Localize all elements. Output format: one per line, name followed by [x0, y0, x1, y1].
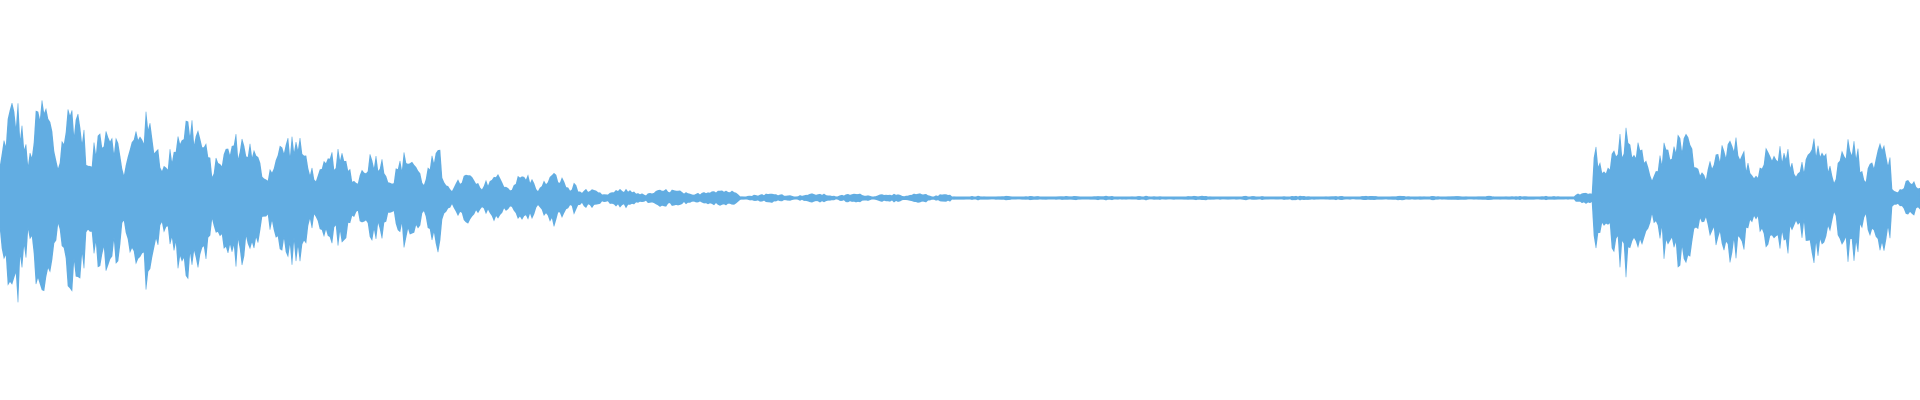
waveform-path: [0, 100, 1920, 303]
